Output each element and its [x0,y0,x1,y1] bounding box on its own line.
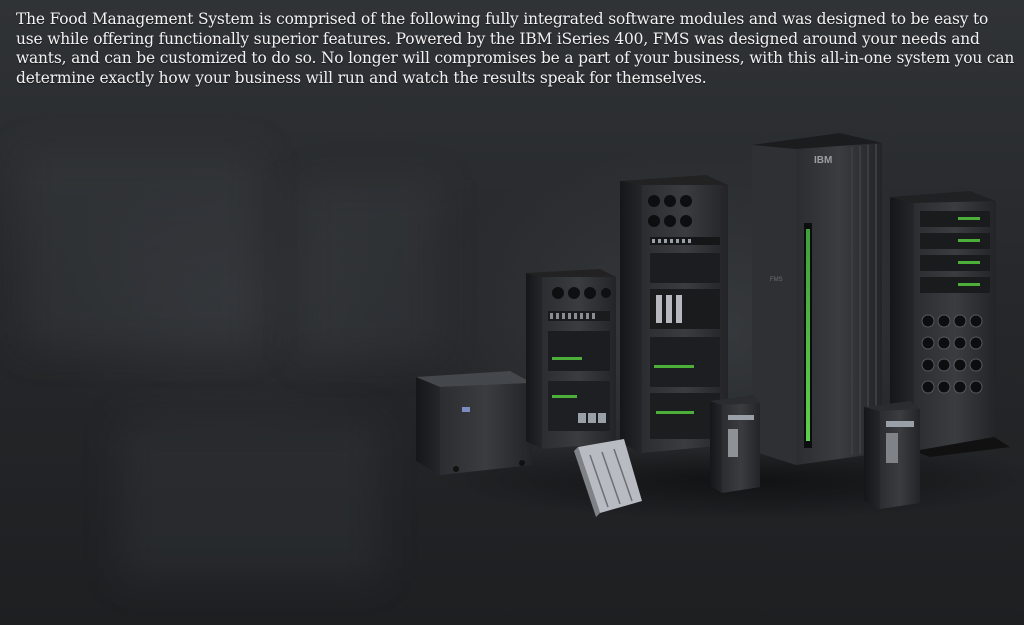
rack-server-ibm-main: IBM FMS [752,133,882,465]
intro-paragraph: The Food Management System is comprised … [16,10,1015,87]
rack-server-mid-left [526,269,616,449]
background-haze [20,150,260,350]
deskside-server-small [710,395,760,493]
status-light-strip [806,229,810,441]
fms-label: FMS [770,277,783,283]
background-haze [300,180,440,360]
tower-server-small [416,371,532,475]
blade-module [574,439,642,517]
server-family-illustration: IBM FMS [416,133,1024,520]
background-haze [120,420,380,580]
rack-server-right [890,191,1010,457]
tower-server-right-small [864,401,920,509]
ibm-logo: IBM [814,155,832,166]
rack-server-tall [620,175,728,453]
